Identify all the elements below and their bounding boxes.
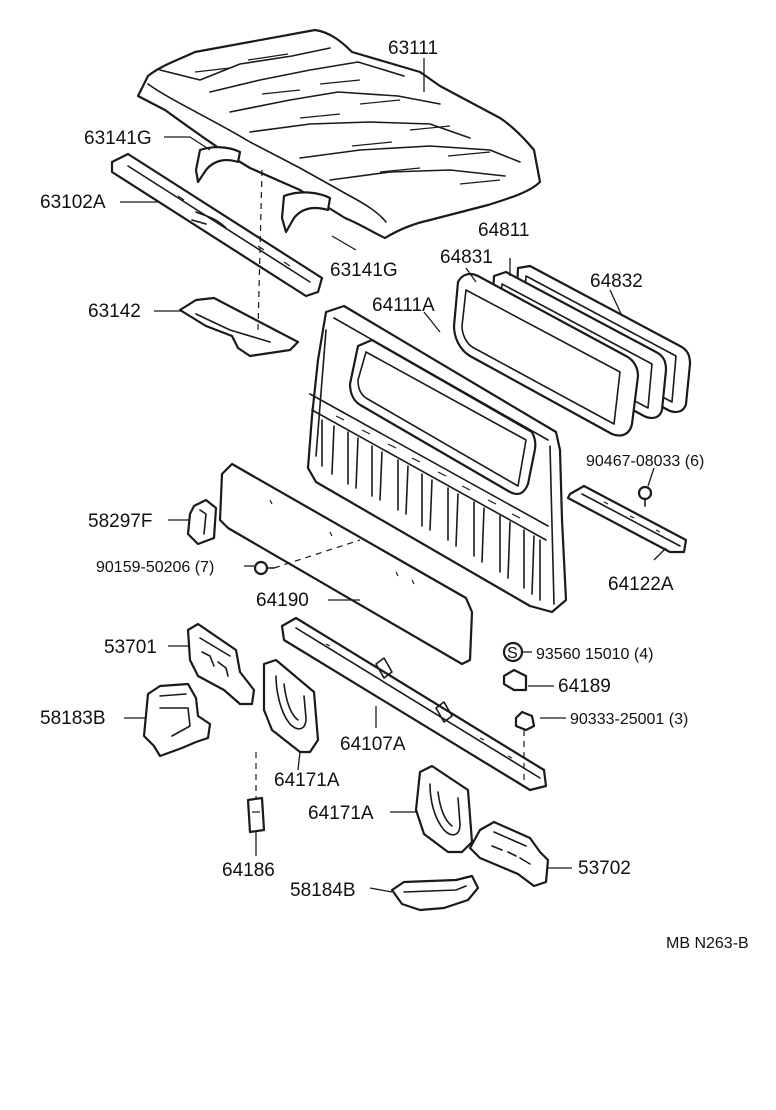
label-extension-left: 58183B xyxy=(40,708,106,729)
leader-lines xyxy=(120,58,667,893)
label-nut: 90333-25001 (3) xyxy=(570,711,688,728)
label-back-panel: 64111A xyxy=(372,295,435,316)
alignment-line-bolt xyxy=(273,539,361,569)
label-screw: 90467-08033 (6) xyxy=(586,453,704,470)
label-lower-back-reinforcement: 64122A xyxy=(608,574,674,595)
label-roof-bow-upper: 63141G xyxy=(84,128,152,149)
side-reinforcement-left-drawing xyxy=(186,622,256,706)
trim-board-drawing xyxy=(218,462,474,666)
diagram-code: MB N263-B xyxy=(666,935,749,952)
pillar-right-drawing xyxy=(414,764,474,854)
label-roof-bow-lower: 63141G xyxy=(330,260,398,281)
label-glass-weatherstrip: 64811 xyxy=(478,220,529,241)
label-spacer: 64186 xyxy=(222,860,275,881)
label-extension-right: 58184B xyxy=(290,880,356,901)
label-nut-plate: 64189 xyxy=(558,676,611,697)
label-trim-board: 64190 xyxy=(256,590,309,611)
pillar-left-drawing xyxy=(262,658,320,754)
roof-bracket-drawing xyxy=(178,296,300,358)
extension-right-drawing xyxy=(390,874,480,912)
alignment-line-roof xyxy=(257,169,263,331)
label-roof-panel: 63111 xyxy=(388,38,438,59)
label-pillar-left: 64171A xyxy=(274,770,340,791)
label-roof-bracket: 63142 xyxy=(88,301,141,322)
label-bolt: 90159-50206 (7) xyxy=(96,559,214,576)
label-back-window-glass: 64832 xyxy=(590,271,643,292)
label-clip: 93560 15010 (4) xyxy=(536,646,653,663)
back-window-drawing xyxy=(452,264,692,437)
header-panel-drawing xyxy=(110,152,324,298)
spacer-drawing xyxy=(246,796,266,834)
side-reinforcement-right-drawing xyxy=(468,820,550,888)
label-bracket-58297: 58297F xyxy=(88,511,152,532)
nut-drawing xyxy=(514,710,536,732)
bracket-58297-drawing xyxy=(186,498,218,546)
back-panel-drawing xyxy=(306,304,568,614)
label-lower-cross-member: 64107A xyxy=(340,734,406,755)
lower-back-reinforcement-drawing xyxy=(566,484,688,554)
label-header-panel: 63102A xyxy=(40,192,106,213)
roof-panel-drawing xyxy=(136,28,542,240)
clip-symbol: S xyxy=(507,645,518,662)
label-glass-outer-seal: 64831 xyxy=(440,247,493,268)
part-labels: 63111 63141G 63102A 63141G 63142 64811 6… xyxy=(40,38,749,952)
bolt-drawing xyxy=(253,560,275,576)
label-side-reinforcement-right: 53702 xyxy=(578,858,631,879)
extension-left-drawing xyxy=(142,682,212,758)
lower-cross-member-drawing xyxy=(280,616,548,792)
roof-bow-drawing xyxy=(194,146,332,234)
nut-plate-drawing: S xyxy=(502,641,528,692)
label-side-reinforcement-left: 53701 xyxy=(104,637,157,658)
screw-drawing xyxy=(637,485,653,507)
label-pillar-right: 64171A xyxy=(308,803,374,824)
